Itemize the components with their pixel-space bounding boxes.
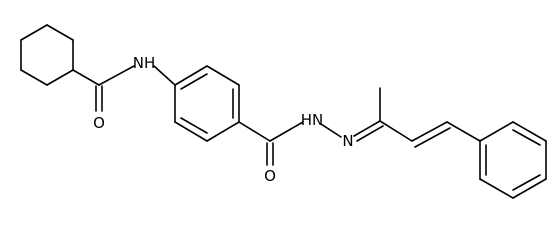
atom-label-carbonyl-oxygen: O [264, 167, 276, 185]
molecule-structure: NH O HN N O [20, 24, 547, 199]
benzene-ring-central [174, 65, 240, 142]
benzene-ring-terminal [479, 121, 547, 199]
atom-label-hydrazone-nh: HN [301, 111, 324, 129]
atom-label-imine-nitrogen: N [342, 132, 353, 150]
cyclohexane-ring [20, 24, 74, 86]
atom-labels: NH O HN N O [93, 54, 354, 185]
hydrazide-linkage [238, 87, 384, 166]
atom-label-amide-oxygen: O [93, 114, 105, 132]
atom-label-nh: NH [133, 54, 156, 72]
amide-linkage [72, 65, 176, 112]
alkene-chain [379, 120, 481, 148]
